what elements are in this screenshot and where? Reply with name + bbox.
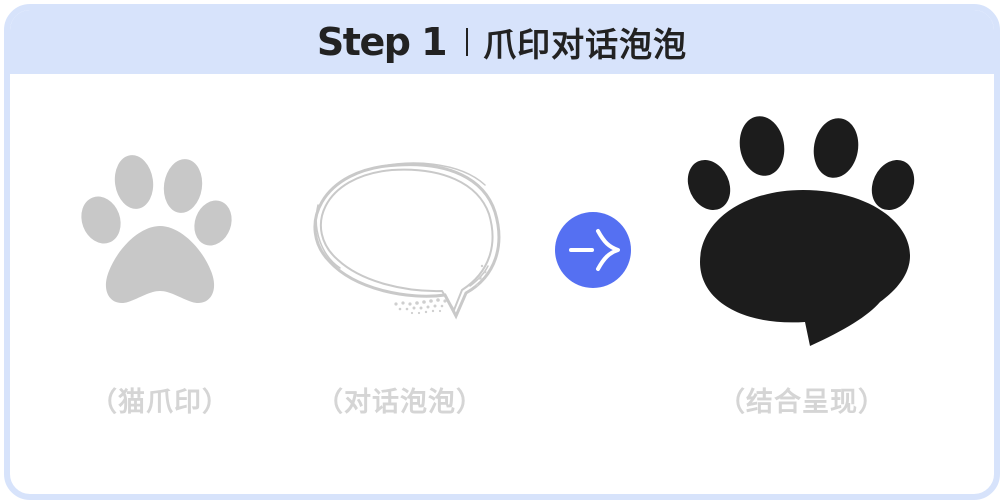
cat-paw-icon	[81, 155, 232, 304]
caption-result: （结合呈现）	[718, 387, 886, 418]
step-label: Step 1	[316, 20, 448, 64]
speech-bubble-icon	[313, 162, 501, 320]
step-header: Step 1 爪印对话泡泡	[10, 10, 994, 74]
caption-bubble: （对话泡泡）	[316, 387, 484, 418]
halftone-dots	[394, 264, 487, 315]
caption-paw: （猫爪印）	[90, 387, 230, 418]
merge-arrow-icon	[555, 212, 631, 288]
paw-speech-bubble-icon	[687, 116, 915, 346]
header-divider	[466, 28, 469, 56]
step-title: 爪印对话泡泡	[483, 25, 688, 64]
